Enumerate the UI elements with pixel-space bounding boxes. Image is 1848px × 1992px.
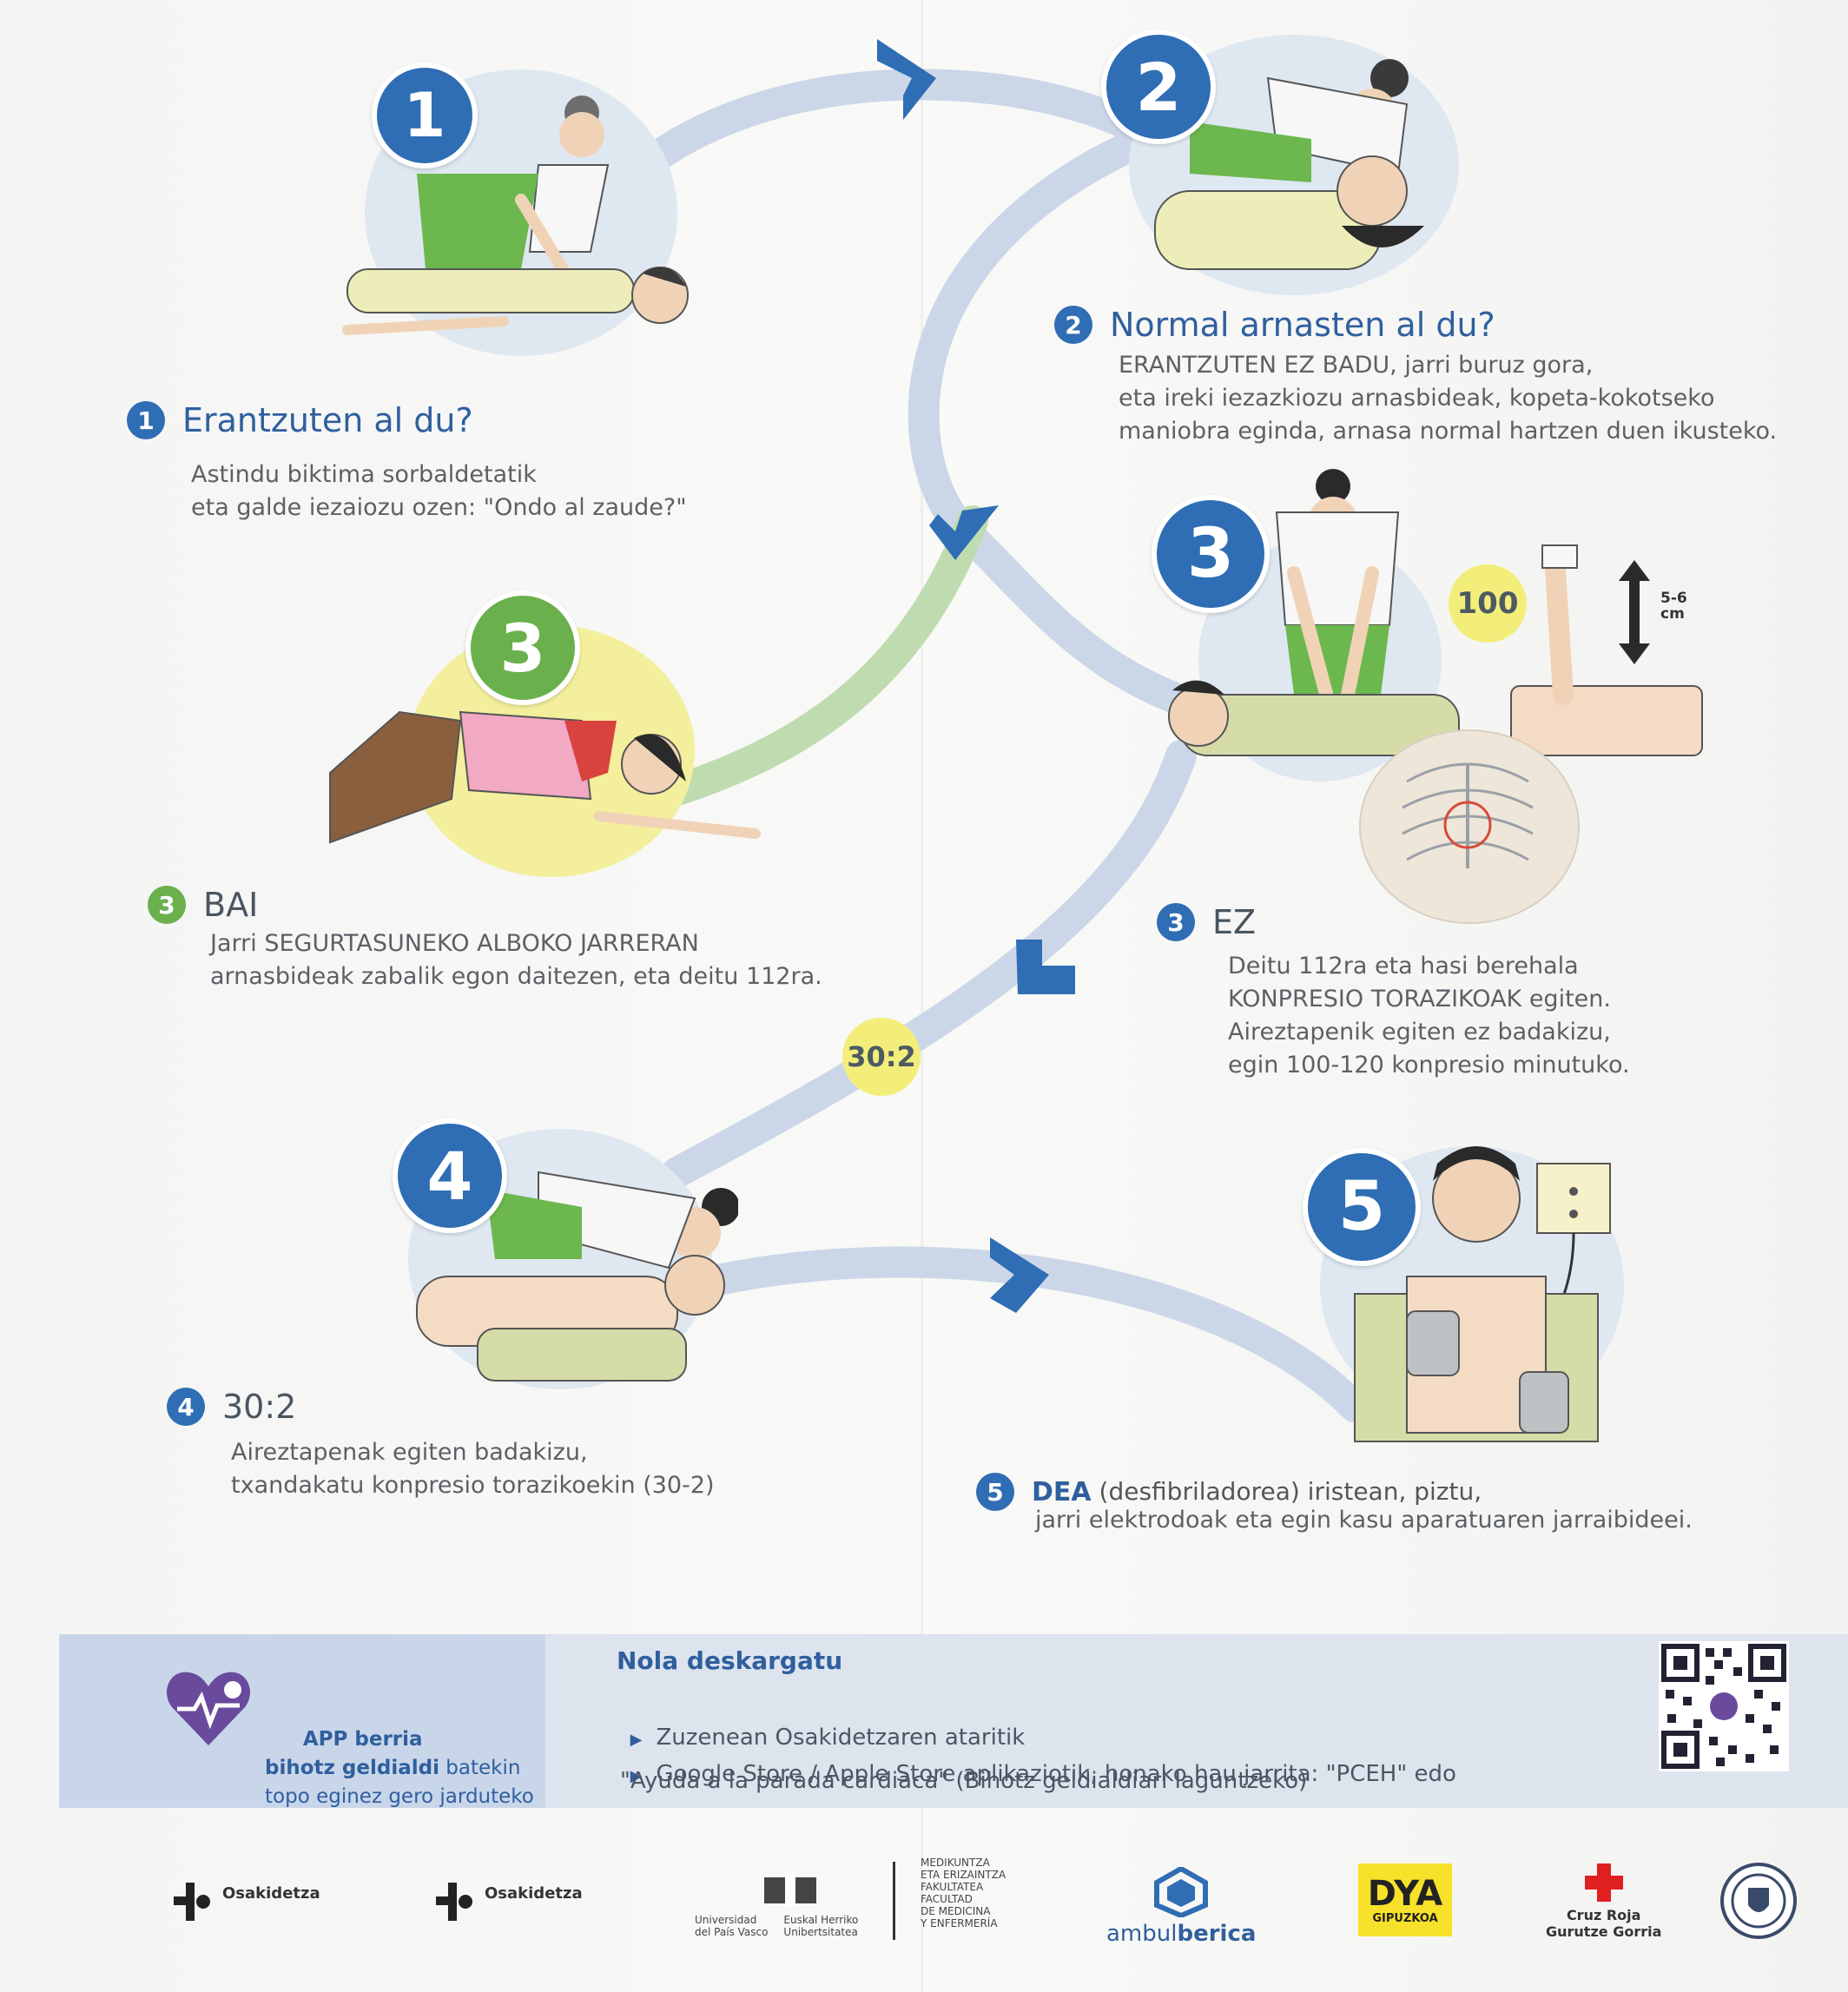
flow-line-2-3 bbox=[908, 123, 1231, 728]
step5-body: jarri elektrodoak eta egin kasu aparatua… bbox=[1035, 1507, 1693, 1534]
ambuiberica-emblem-icon bbox=[1154, 1865, 1209, 1919]
step1-body: Astindu biktima sorbaldetatik eta galde … bbox=[191, 461, 687, 521]
chevron-right-icon bbox=[990, 1237, 1049, 1313]
step4-badge: 4 bbox=[393, 1118, 507, 1233]
step4-number-dot: 4 bbox=[167, 1388, 205, 1426]
flow-line-4-5 bbox=[679, 1246, 1370, 1422]
dya-logo: DYA GIPUZKOA bbox=[1358, 1863, 1452, 1936]
ambu-bold: berica bbox=[1177, 1921, 1257, 1947]
shield-seal-icon bbox=[1720, 1863, 1797, 1939]
step3-bai-body: Jarri SEGURTASUNEKO ALBOKO JARRERAN arna… bbox=[210, 930, 822, 990]
ambu-light: ambul bbox=[1106, 1921, 1178, 1947]
step2-body: ERANTZUTEN EZ BADU, jarri buruz gora, et… bbox=[1119, 352, 1778, 445]
step5-aed-figure bbox=[1354, 1146, 1611, 1442]
step5-title-rest: (desfibriladorea) iristean, piztu, bbox=[1091, 1477, 1482, 1506]
app-line2-rest: batekin bbox=[439, 1757, 521, 1779]
step2-rescuer-figure bbox=[1154, 59, 1424, 270]
chevron-right-icon: ▶ bbox=[630, 1731, 643, 1749]
osakidetza-logo-2: Osakidetza bbox=[432, 1879, 583, 1924]
cross-icon bbox=[1584, 1863, 1623, 1902]
app-panel-right bbox=[545, 1634, 1848, 1808]
step3-ez-heading: 3 EZ bbox=[1157, 903, 1256, 941]
chevron-down-icon bbox=[1016, 940, 1075, 994]
cruz-roja-text: Cruz Roja Gurutze Gorria bbox=[1546, 1907, 1662, 1940]
app-line1: APP berria bbox=[302, 1728, 423, 1751]
chevron-down-icon bbox=[929, 505, 999, 560]
ambuiberica-logo: ambulberica bbox=[1106, 1865, 1256, 1947]
depth-arrow-icon bbox=[1619, 560, 1650, 664]
upv-eu-text: Euskal Herriko Unibertsitatea bbox=[783, 1914, 859, 1938]
download-bullet-2-cont: "Ayuda a la parada cardiaca" (Bihotz gel… bbox=[620, 1768, 1308, 1794]
download-bullet-1-text: Zuzenean Osakidetzaren ataritik bbox=[656, 1725, 1026, 1751]
step3-ez-title: EZ bbox=[1212, 903, 1257, 941]
step4-heading: 4 30:2 bbox=[167, 1388, 296, 1426]
step5-number-dot: 5 bbox=[976, 1473, 1014, 1511]
step3-bai-title: BAI bbox=[203, 886, 259, 924]
step1-rescuer-figure bbox=[342, 96, 689, 335]
step4-ventilation-figure bbox=[416, 1171, 738, 1382]
step3-ez-number-dot: 3 bbox=[1157, 903, 1195, 941]
flow-line-1-2 bbox=[618, 69, 1171, 189]
app-panel-left bbox=[59, 1634, 545, 1808]
upv-ehu-logo: Universidad del País Vasco Euskal Herrik… bbox=[695, 1869, 858, 1938]
upv-tree-icon bbox=[764, 1872, 816, 1907]
step3-bai-badge: 3 bbox=[465, 590, 580, 705]
flow-line-3bai bbox=[662, 505, 988, 806]
osakidetza-logo-1-text: Osakidetza bbox=[222, 1883, 320, 1903]
app-line2-bold: bihotz geldialdi bbox=[265, 1757, 439, 1779]
osakidetza-logo-1: Osakidetza bbox=[170, 1879, 320, 1924]
download-title: Nola deskargatu bbox=[617, 1646, 843, 1675]
step5-heading: 5 DEA (desfibriladorea) iristean, piztu, bbox=[976, 1473, 1482, 1511]
ratio-30-2-badge: 30:2 bbox=[842, 1018, 921, 1096]
paper-fold bbox=[921, 0, 923, 1992]
rate-100-badge: 100 bbox=[1449, 564, 1527, 643]
step4-title: 30:2 bbox=[222, 1388, 297, 1426]
osakidetza-logo-2-text: Osakidetza bbox=[485, 1883, 583, 1903]
upv-es-text: Universidad del País Vasco bbox=[695, 1914, 769, 1938]
osakidetza-emblem-icon bbox=[436, 1883, 472, 1921]
step1-heading: 1 Erantzuten al du? bbox=[127, 401, 473, 439]
app-download-panel: APP berria bihotz geldialdi batekin topo e… bbox=[59, 1634, 1848, 1808]
step1-badge: 1 bbox=[372, 63, 478, 168]
faculty-logo-text: MEDIKUNTZA ETA ERIZAINTZA FAKULTATEA FAC… bbox=[921, 1857, 1006, 1929]
step3-bai-recovery-figure bbox=[329, 710, 761, 844]
step4-body: Aireztapenak egiten badakizu, txandakatu… bbox=[231, 1439, 715, 1499]
step5-badge: 5 bbox=[1303, 1148, 1421, 1266]
app-promo-text: APP berria bihotz geldialdi batekin topo e… bbox=[265, 1697, 534, 1840]
download-bullet-2[interactable]: ▶ Google Store / Apple Store aplikaziotik… bbox=[587, 1735, 1456, 1813]
step3-ez-body: Deitu 112ra eta hasi berehala KONPRESIO … bbox=[1228, 953, 1630, 1078]
step2-number-dot: 2 bbox=[1054, 306, 1092, 344]
chevron-right-icon: ▶ bbox=[630, 1767, 643, 1785]
download-bullet-1[interactable]: ▶ Zuzenean Osakidetzaren ataritik bbox=[587, 1698, 1026, 1777]
chevron-right-icon bbox=[877, 39, 936, 120]
partner-logos: Osakidetza Osakidetza Universidad del Pa… bbox=[0, 1850, 1848, 1989]
heart-pulse-icon bbox=[166, 1672, 251, 1745]
step1-number-dot: 1 bbox=[127, 401, 165, 439]
ribcage-drawing bbox=[1402, 762, 1534, 868]
step2-badge: 2 bbox=[1101, 30, 1216, 144]
dya-main-text: DYA bbox=[1367, 1873, 1443, 1914]
step2-title: Normal arnasten al du? bbox=[1110, 306, 1495, 344]
step2-heading: 2 Normal arnasten al du? bbox=[1054, 306, 1495, 344]
step3-ez-badge: 3 bbox=[1152, 495, 1270, 613]
logo-divider bbox=[893, 1862, 895, 1940]
depth-label: 5-6 cm bbox=[1660, 590, 1687, 623]
step3-ez-compression-figure bbox=[1168, 469, 1703, 756]
osakidetza-emblem-icon bbox=[174, 1883, 210, 1921]
flow-path bbox=[618, 39, 1370, 1422]
download-bullet-2-text: Google Store / Apple Store aplikaziotik,… bbox=[656, 1761, 1456, 1787]
flow-line-3ez-4 bbox=[662, 740, 1197, 1188]
cruz-roja-logo: Cruz Roja Gurutze Gorria bbox=[1546, 1862, 1661, 1940]
app-line3: topo eginez gero jarduteko bbox=[265, 1785, 534, 1808]
step5-title-bold: DEA bbox=[1032, 1476, 1092, 1507]
ambuiberica-text: ambulberica bbox=[1106, 1921, 1256, 1947]
dya-sub-text: GIPUZKOA bbox=[1372, 1911, 1438, 1925]
step3-bai-number-dot: 3 bbox=[148, 886, 186, 924]
qr-code[interactable] bbox=[1659, 1641, 1789, 1771]
step3-bai-heading: 3 BAI bbox=[148, 886, 258, 924]
step1-title: Erantzuten al du? bbox=[182, 401, 473, 439]
